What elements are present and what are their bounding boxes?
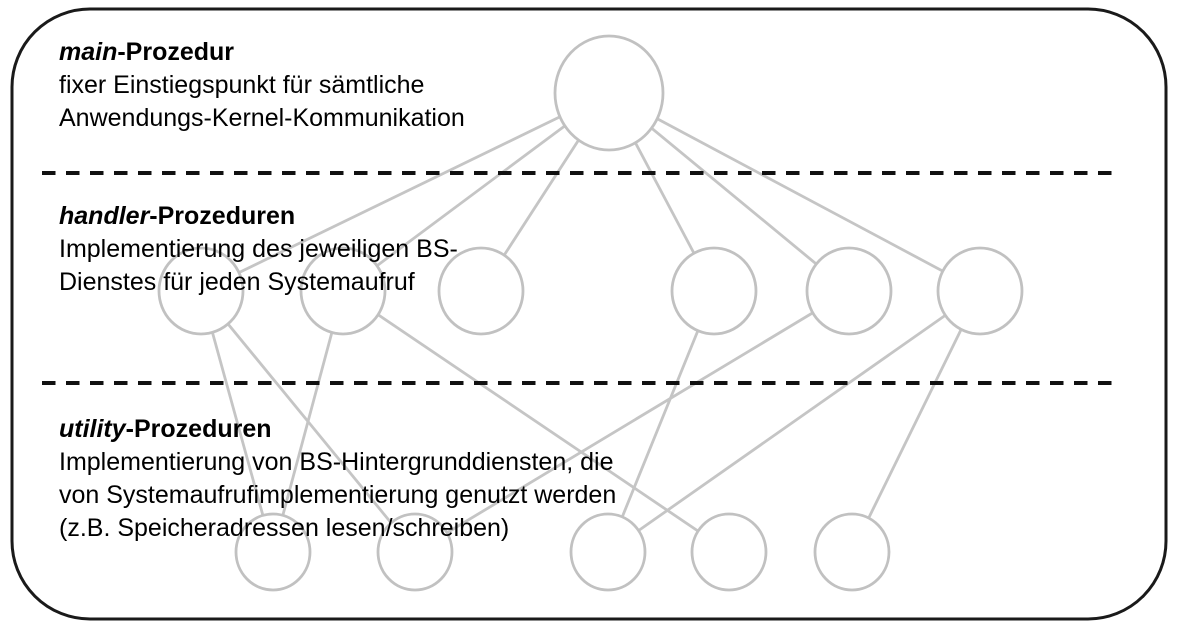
main-procedure-title-rest: -Prozedur <box>117 38 235 66</box>
main-procedure-title-italic: main <box>59 38 118 66</box>
utility-procedures-title-italic: utility <box>59 415 126 443</box>
handler-procedures-title-italic: handler <box>59 202 150 230</box>
utility-procedures-description-line: von Systemaufrufimplementierung genutzt … <box>59 481 617 509</box>
main-procedure-description-line: Anwendungs-Kernel-Kommunikation <box>59 104 465 132</box>
call-edge-main-h1 <box>200 91 610 293</box>
handler-procedure-node-h5 <box>805 246 893 336</box>
call-edge-h2-u4 <box>342 289 730 554</box>
utility-procedures-title: utility-Prozeduren <box>59 413 616 446</box>
call-edge-h6-u5 <box>850 290 982 553</box>
call-edge-h1-u1 <box>199 290 275 553</box>
main-procedure-node-main <box>553 34 665 152</box>
outer-frame-border <box>10 7 1168 621</box>
handler-procedure-node-h2 <box>299 246 387 336</box>
utility-procedure-node-u2 <box>376 512 454 592</box>
call-edge-h6-u3 <box>607 289 981 554</box>
call-edge-main-h6 <box>608 91 981 293</box>
utility-procedures-label-block: utility-Prozeduren Implementierung von B… <box>59 413 616 545</box>
handler-procedure-node-h6 <box>936 246 1024 336</box>
handler-procedure-node-h1 <box>157 246 245 336</box>
utility-procedures-description-line: (z.B. Speicheradressen lesen/schreiben) <box>59 514 510 542</box>
utility-procedure-node-u5 <box>813 512 891 592</box>
handler-procedures-description-line: Dienstes für jeden Systemaufruf <box>59 268 415 296</box>
call-edge-h5-u2 <box>414 289 850 554</box>
handler-procedures-title-rest: -Prozeduren <box>149 202 296 230</box>
handler-procedure-node-h3 <box>437 246 525 336</box>
main-procedure-title: main-Prozedur <box>59 36 465 69</box>
utility-procedure-node-u4 <box>690 512 768 592</box>
utility-procedures-description-line: Implementierung von BS-Hintergrunddienst… <box>59 448 614 476</box>
handler-procedures-title: handler-Prozeduren <box>59 200 458 233</box>
handler-procedure-node-h4 <box>670 246 758 336</box>
handler-procedures-description-line: Implementierung des jeweiligen BS- <box>59 235 458 263</box>
handler-procedures-label-block: handler-Prozeduren Implementierung des j… <box>59 200 458 299</box>
call-edge-h2-u1 <box>271 290 345 553</box>
utility-procedures-title-rest: -Prozeduren <box>125 415 272 443</box>
main-procedure-description-line: fixer Einstiegspunkt für sämtliche <box>59 71 425 99</box>
main-procedure-label-block: main-Prozedur fixer Einstiegspunkt für s… <box>59 36 465 135</box>
utility-procedure-node-u3 <box>569 512 647 592</box>
utility-procedure-node-u1 <box>234 512 312 592</box>
call-edge-h4-u3 <box>606 290 716 553</box>
